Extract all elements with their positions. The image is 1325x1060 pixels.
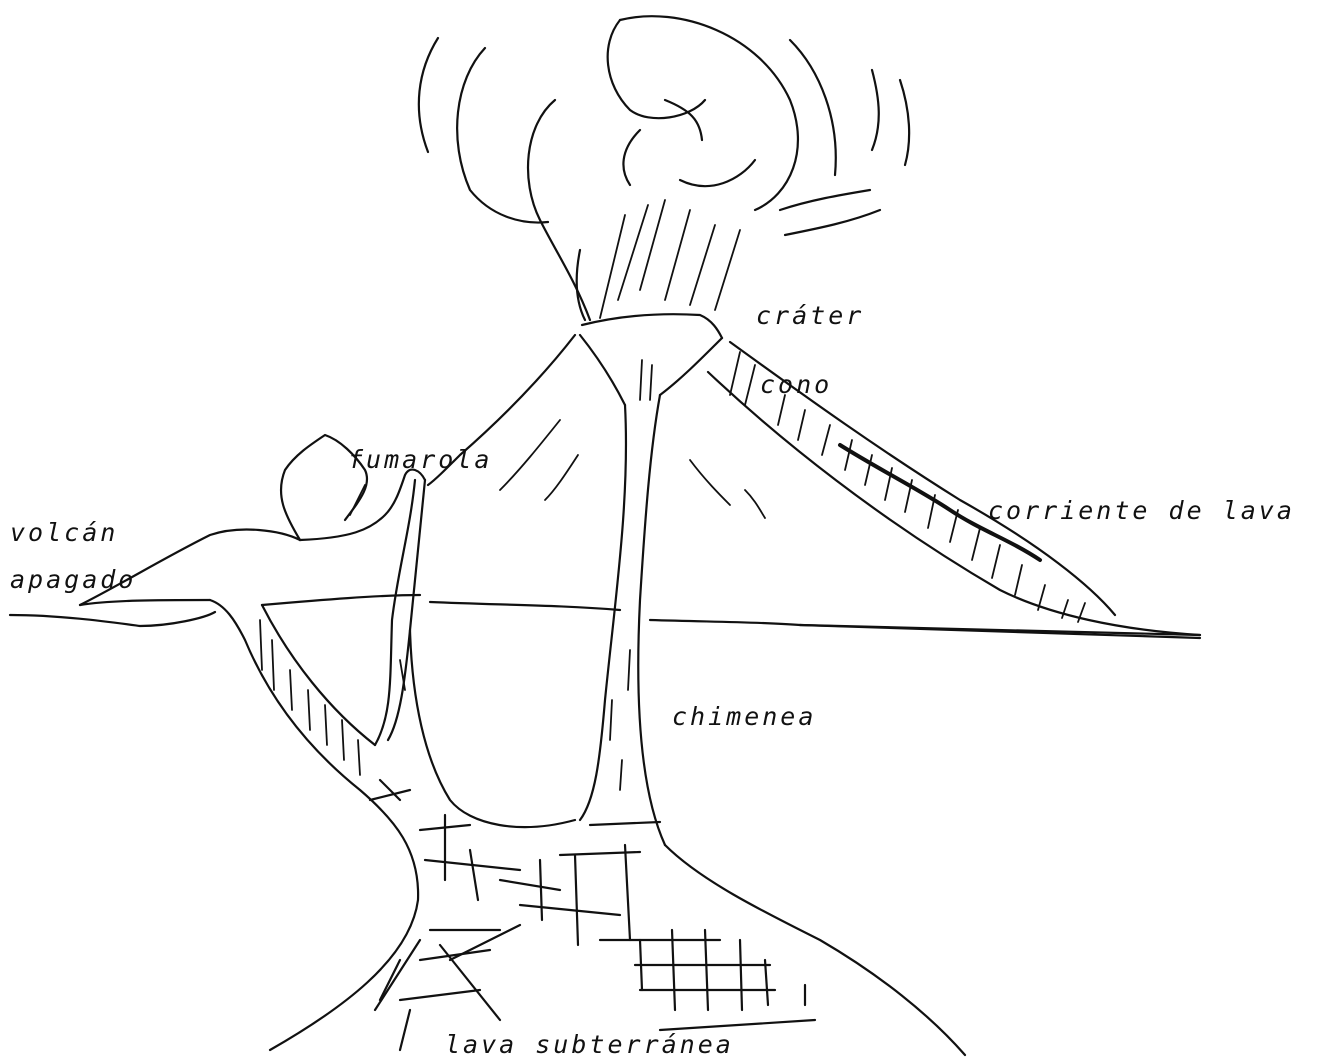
lower-right-flank: [665, 845, 965, 1055]
cone-label: cono: [760, 372, 832, 397]
lava-flow-label: corriente de lava: [988, 498, 1295, 523]
extinct-volcano-label-line1: volcán: [10, 520, 118, 545]
fumarole-and-extinct-volcano: [10, 435, 800, 1050]
subterranean-lava-label: lava subterránea: [445, 1032, 734, 1057]
main-cone: [428, 314, 1200, 635]
chimney-conduit: [580, 360, 665, 845]
subterranean-lava-grid: [370, 780, 815, 1050]
eruption-cloud: [419, 16, 909, 320]
extinct-volcano-label-line2: apagado: [10, 567, 136, 592]
fumarole-label: fumarola: [348, 447, 492, 472]
ash-column-streaks: [600, 200, 740, 318]
chimney-label: chimenea: [672, 704, 816, 729]
crater-label: cráter: [756, 303, 864, 328]
ground-line: [800, 625, 1200, 638]
